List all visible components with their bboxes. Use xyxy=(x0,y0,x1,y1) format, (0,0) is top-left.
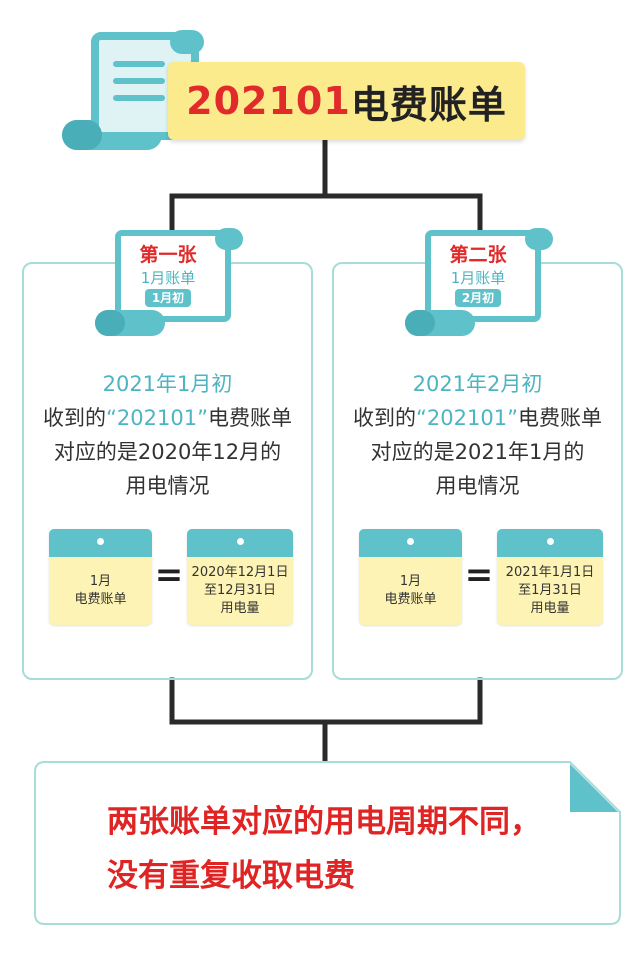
received-quote: “202101” xyxy=(106,406,208,430)
tag-order: 第二张 xyxy=(449,244,507,266)
equals-sign: = xyxy=(464,555,494,595)
folded-corner-icon xyxy=(570,764,618,812)
conclusion-line2: 没有重复收取电费 xyxy=(107,858,355,894)
bill-corresponds: 对应的是2021年1月的 xyxy=(370,440,585,464)
calendar-right-line3: 用电量 xyxy=(530,601,570,616)
calendar-icon: 1月 电费账单 xyxy=(49,529,152,625)
calendar-left-line2: 电费账单 xyxy=(74,592,127,607)
bill-tag-second: 第二张 1月账单 2月初 xyxy=(405,228,555,338)
calendar-icon: 1月 电费账单 xyxy=(359,529,462,625)
title-text: 电费账单 xyxy=(350,82,507,127)
bill-usage: 用电情况 xyxy=(125,474,210,498)
tag-badge: 1月初 xyxy=(145,289,191,307)
tag-order: 第一张 xyxy=(139,244,197,266)
calendar-left-line1: 1月 xyxy=(399,574,422,589)
bill-description: 2021年1月初 收到的“202101”电费账单 对应的是2020年12月的 用… xyxy=(24,367,311,503)
calendar-right-line2: 至12月31日 xyxy=(203,583,277,598)
bill-date: 2021年1月初 xyxy=(102,372,233,396)
received-prefix: 收到的 xyxy=(43,406,107,430)
calendar-left-line1: 1月 xyxy=(89,574,112,589)
title-banner: 202101 电费账单 xyxy=(168,62,525,140)
calendar-right-line2: 至1月31日 xyxy=(518,583,582,598)
conclusion-line1: 两张账单对应的用电周期不同， xyxy=(107,804,541,840)
bill-card-second: 2021年2月初 收到的“202101”电费账单 对应的是2021年1月的 用电… xyxy=(332,262,623,680)
tag-name: 1月账单 xyxy=(450,269,506,287)
equals-sign: = xyxy=(154,555,184,595)
calendar-right-line1: 2021年1月1日 xyxy=(505,565,595,580)
calendar-right-line3: 用电量 xyxy=(220,601,260,616)
calendar-right-line1: 2020年12月1日 xyxy=(191,565,289,580)
received-suffix: 电费账单 xyxy=(517,406,602,430)
bill-corresponds: 对应的是2020年12月的 xyxy=(53,440,282,464)
tag-badge: 2月初 xyxy=(455,289,501,307)
bill-usage: 用电情况 xyxy=(435,474,520,498)
received-quote: “202101” xyxy=(416,406,518,430)
bill-date: 2021年2月初 xyxy=(412,372,543,396)
bill-received-line: 收到的“202101”电费账单 xyxy=(334,401,621,435)
tag-name: 1月账单 xyxy=(140,269,196,287)
bill-received-line: 收到的“202101”电费账单 xyxy=(24,401,311,435)
calendar-left-line2: 电费账单 xyxy=(384,592,437,607)
bill-card-first: 2021年1月初 收到的“202101”电费账单 对应的是2020年12月的 用… xyxy=(22,262,313,680)
bill-tag-first: 第一张 1月账单 1月初 xyxy=(95,228,245,338)
received-suffix: 电费账单 xyxy=(207,406,292,430)
calendar-icon: 2021年1月1日 至1月31日 用电量 xyxy=(497,529,603,625)
title-code: 202101 xyxy=(186,79,351,123)
calendar-icon: 2020年12月1日 至12月31日 用电量 xyxy=(187,529,293,625)
received-prefix: 收到的 xyxy=(353,406,417,430)
bill-description: 2021年2月初 收到的“202101”电费账单 对应的是2021年1月的 用电… xyxy=(334,367,621,503)
